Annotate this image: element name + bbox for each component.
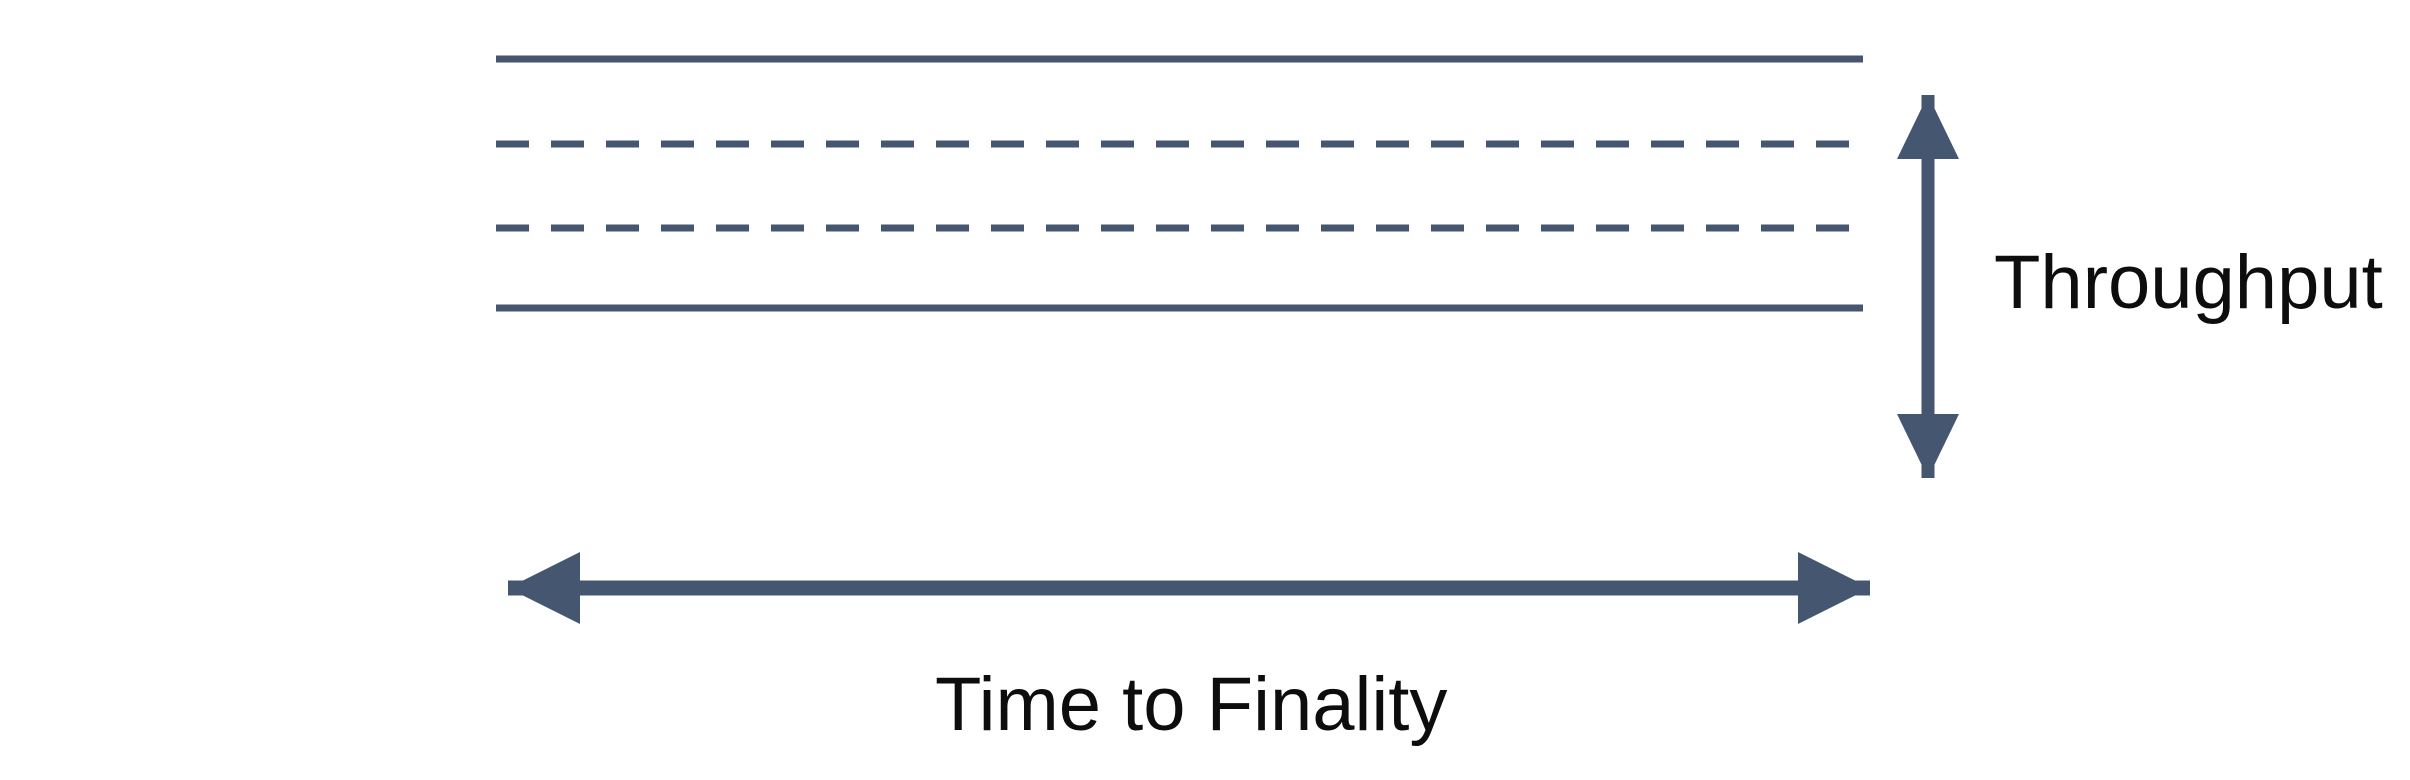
- throughput-axis-label: Throughput: [1994, 240, 2383, 325]
- time-to-finality-axis-label: Time to Finality: [935, 662, 1448, 747]
- double-arrow-vertical-icon: [1897, 95, 1959, 478]
- double-arrow-horizontal-icon: [508, 552, 1870, 624]
